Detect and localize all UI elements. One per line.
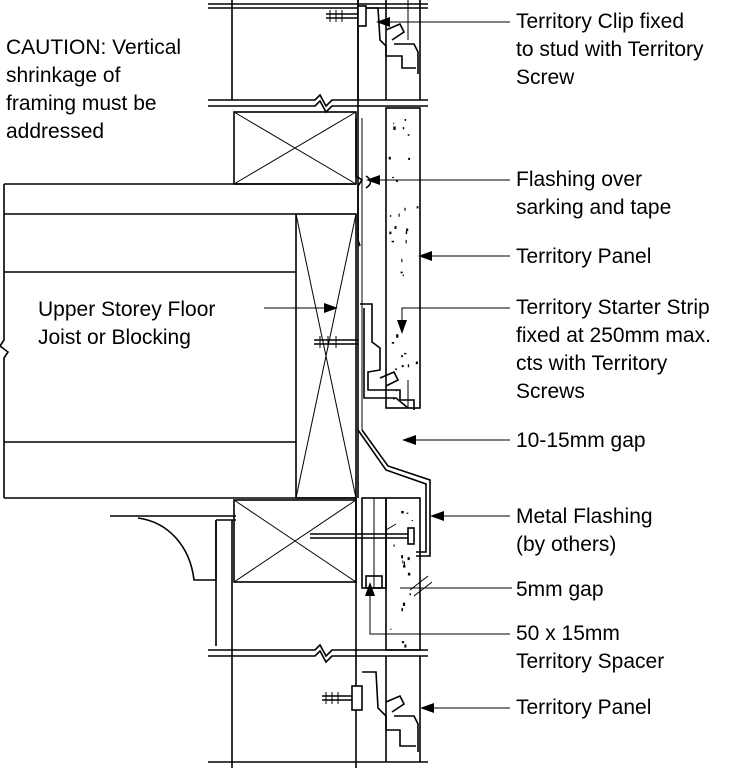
- flashing-sarking-label: Flashing over: [516, 168, 642, 191]
- top-plate-block: [233, 111, 357, 185]
- panel-texture-speck: [402, 602, 406, 606]
- panel-texture-speck: [411, 520, 413, 521]
- panel-texture-speck: [401, 555, 403, 559]
- panel-texture-speck: [388, 156, 391, 160]
- panel-texture-speck: [401, 258, 403, 263]
- panel-texture-speck: [407, 364, 410, 368]
- panel-texture-speck: [403, 561, 405, 565]
- bottom-plate-block: [233, 499, 357, 583]
- panel-texture-speck: [416, 206, 419, 209]
- territory-panel-lower: [385, 497, 421, 651]
- joist-label: Joist or Blocking: [38, 326, 191, 349]
- panel-texture-speck: [391, 342, 395, 344]
- panel-texture-speck: [408, 157, 410, 160]
- starter-strip-label: fixed at 250mm max.: [516, 324, 711, 347]
- panel-texture-speck: [389, 231, 392, 235]
- leader-lines: [264, 17, 512, 713]
- cornice: [110, 515, 236, 646]
- territory-clip-bottom: [322, 671, 419, 752]
- gap-hatch: [409, 575, 433, 597]
- panel-texture-speck: [393, 122, 395, 124]
- panel-texture-speck: [404, 352, 407, 355]
- lower-stud-wall: [208, 498, 428, 768]
- panel-texture-speck: [407, 557, 410, 561]
- panel-texture-speck: [404, 207, 406, 211]
- panel-texture-speck: [396, 334, 399, 338]
- caution-note: CAUTION: Vertical shrinkage of framing m…: [6, 36, 181, 143]
- panel-texture-speck: [406, 228, 409, 232]
- panel-texture-speck: [404, 119, 407, 121]
- caution-line: shrinkage of: [6, 64, 121, 87]
- panel-texture-speck: [409, 593, 411, 596]
- flashing-sarking-label: sarking and tape: [516, 196, 671, 219]
- joist-label: Upper Storey Floor: [38, 298, 215, 321]
- panel-texture-speck: [401, 365, 404, 368]
- metal-flashing-label: (by others): [516, 533, 616, 556]
- panel-texture-speck: [415, 361, 418, 365]
- panel-texture-speck: [407, 572, 411, 576]
- panel-texture-speck: [404, 644, 407, 648]
- sarking: [357, 0, 363, 498]
- panel-texture-speck: [393, 544, 395, 547]
- panel-texture-speck: [395, 180, 398, 182]
- starter-strip-label: Screws: [516, 380, 585, 403]
- panel-texture-speck: [403, 564, 406, 568]
- top-panel: [385, 0, 421, 100]
- territory-spacer: [361, 497, 387, 589]
- panel-texture-speck: [406, 512, 409, 514]
- gap-label: 10-15mm gap: [516, 429, 646, 452]
- panel-label: Territory Panel: [516, 245, 651, 268]
- panel-texture-speck: [405, 231, 408, 235]
- panel-texture-speck: [392, 176, 394, 179]
- caution-line: framing must be: [6, 92, 157, 115]
- metal-flashing: [357, 429, 431, 557]
- clip-label: to stud with Territory: [516, 38, 704, 61]
- panel-texture-speck: [407, 134, 410, 136]
- panel-texture-speck: [402, 274, 404, 277]
- starter-strip-label: cts with Territory: [516, 352, 668, 375]
- panel-label: Territory Panel: [516, 696, 651, 719]
- panel-texture-speck: [389, 215, 392, 217]
- panel-texture-speck: [395, 368, 397, 370]
- territory-panel-mid: [385, 107, 421, 409]
- floor-joist: [0, 183, 357, 499]
- panel-texture-speck: [401, 511, 404, 514]
- metal-flashing-label: Metal Flashing: [516, 505, 653, 528]
- panel-texture-speck: [401, 607, 403, 612]
- clip-label: Screw: [516, 66, 575, 89]
- sarking-flashing: [355, 118, 372, 247]
- panel-texture: [388, 119, 419, 648]
- clip-label: Territory Clip fixed: [516, 10, 684, 33]
- panel-texture-speck: [400, 271, 403, 274]
- caution-line: addressed: [6, 120, 104, 143]
- spacer-label: Territory Spacer: [516, 650, 664, 673]
- starter-strip-label: Territory Starter Strip: [516, 296, 710, 319]
- panel-texture-speck: [394, 226, 397, 229]
- callout-labels: Territory Clip fixed to stud with Territ…: [38, 10, 711, 719]
- starter-strip: [314, 303, 415, 410]
- panel-texture-speck: [402, 560, 404, 564]
- panel-texture-speck: [402, 127, 405, 130]
- panel-texture-speck: [398, 213, 400, 217]
- bottom-panel: [385, 656, 421, 762]
- panel-texture-speck: [393, 126, 396, 130]
- panel-texture-speck: [391, 240, 394, 243]
- territory-clip-top: [326, 5, 419, 74]
- panel-texture-speck: [390, 628, 392, 630]
- panel-texture-speck: [405, 239, 407, 244]
- panel-texture-speck: [401, 355, 403, 358]
- spacer-label: 50 x 15mm: [516, 622, 620, 645]
- caution-line: CAUTION: Vertical: [6, 36, 181, 59]
- gap-5mm-label: 5mm gap: [516, 578, 604, 601]
- spacer-screw: [310, 527, 415, 545]
- panel-texture-speck: [401, 641, 405, 644]
